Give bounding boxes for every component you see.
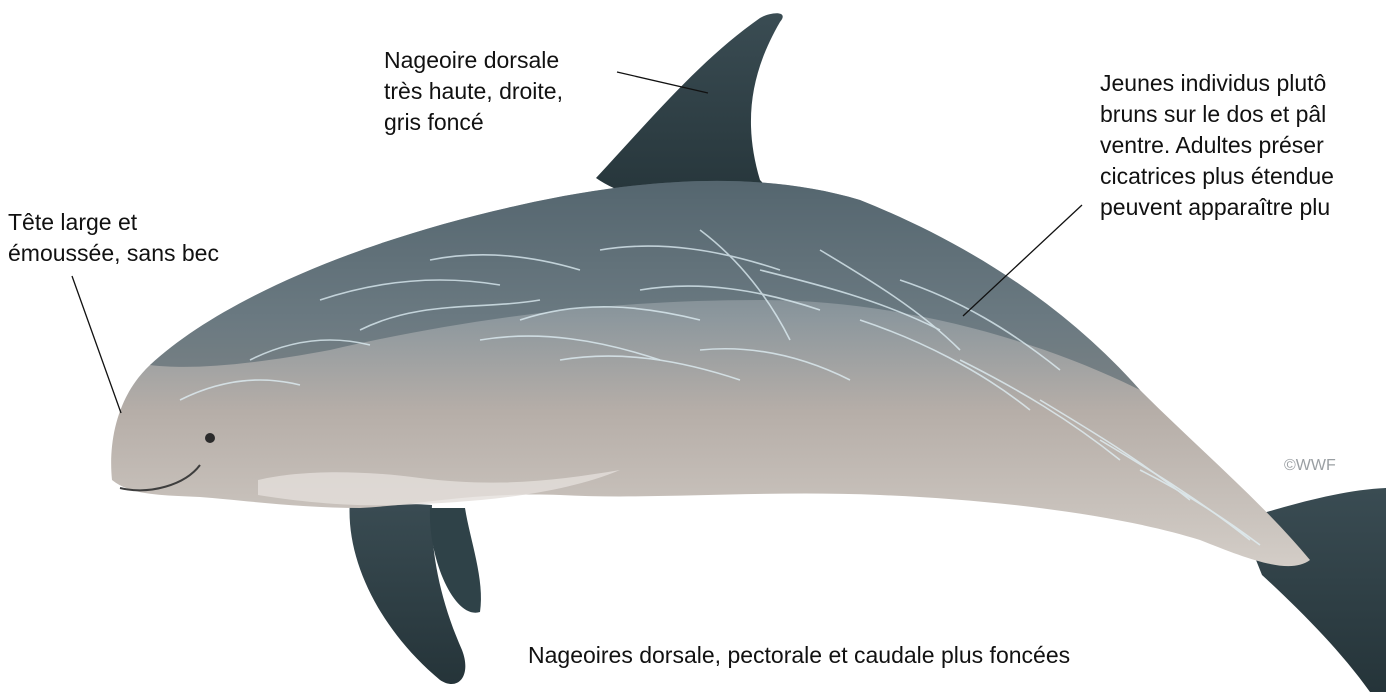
label-line: Tête large et [8,207,219,238]
label-line: cicatrices plus étendue [1100,161,1334,192]
label-line: ventre. Adultes préser [1100,130,1334,161]
label-line: Nageoire dorsale [384,45,563,76]
copyright-credit: ©WWF [1284,457,1336,475]
dorsal-fin-label: Nageoire dorsale très haute, droite, gri… [384,45,563,138]
label-line: peuvent apparaître plu [1100,192,1334,223]
label-line: émoussée, sans bec [8,238,219,269]
label-line: bruns sur le dos et pâl [1100,99,1334,130]
head-label: Tête large et émoussée, sans bec [8,207,219,269]
young-individuals-label: Jeunes individus plutô bruns sur le dos … [1100,68,1334,223]
label-line: gris foncé [384,107,563,138]
eye [205,433,215,443]
label-line: très haute, droite, [384,76,563,107]
fins-label: Nageoires dorsale, pectorale et caudale … [528,640,1070,671]
label-line: Jeunes individus plutô [1100,68,1334,99]
leader-line-head [72,276,121,413]
